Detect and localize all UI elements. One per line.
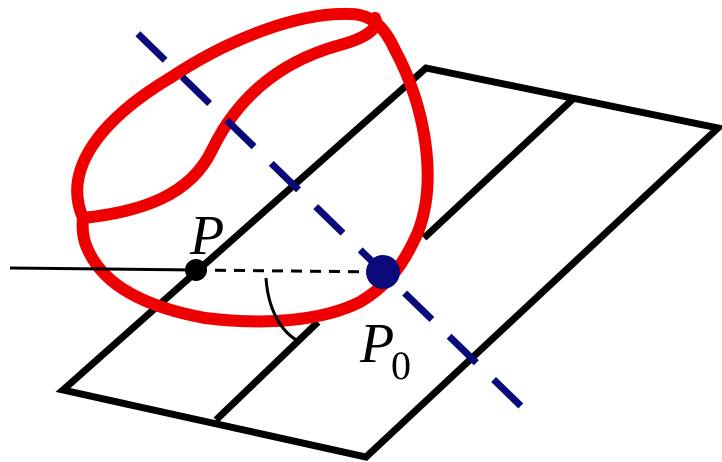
label-p0: P <box>359 313 394 375</box>
segment-p-p0 <box>195 268 383 274</box>
normal-line <box>132 28 528 413</box>
red-curve-inner-fold <box>77 12 382 224</box>
point-p0-dot <box>366 255 400 289</box>
red-curve-outer <box>71 7 434 328</box>
plane-divider-left <box>213 319 321 423</box>
tangent-plane <box>55 64 722 461</box>
label-p0-subscript: 0 <box>391 343 411 388</box>
plane-divider-right <box>421 96 576 241</box>
label-p: P <box>189 205 224 267</box>
angle-arc <box>264 277 301 344</box>
line-to-p <box>9 266 197 272</box>
point-p-dot <box>185 259 207 281</box>
